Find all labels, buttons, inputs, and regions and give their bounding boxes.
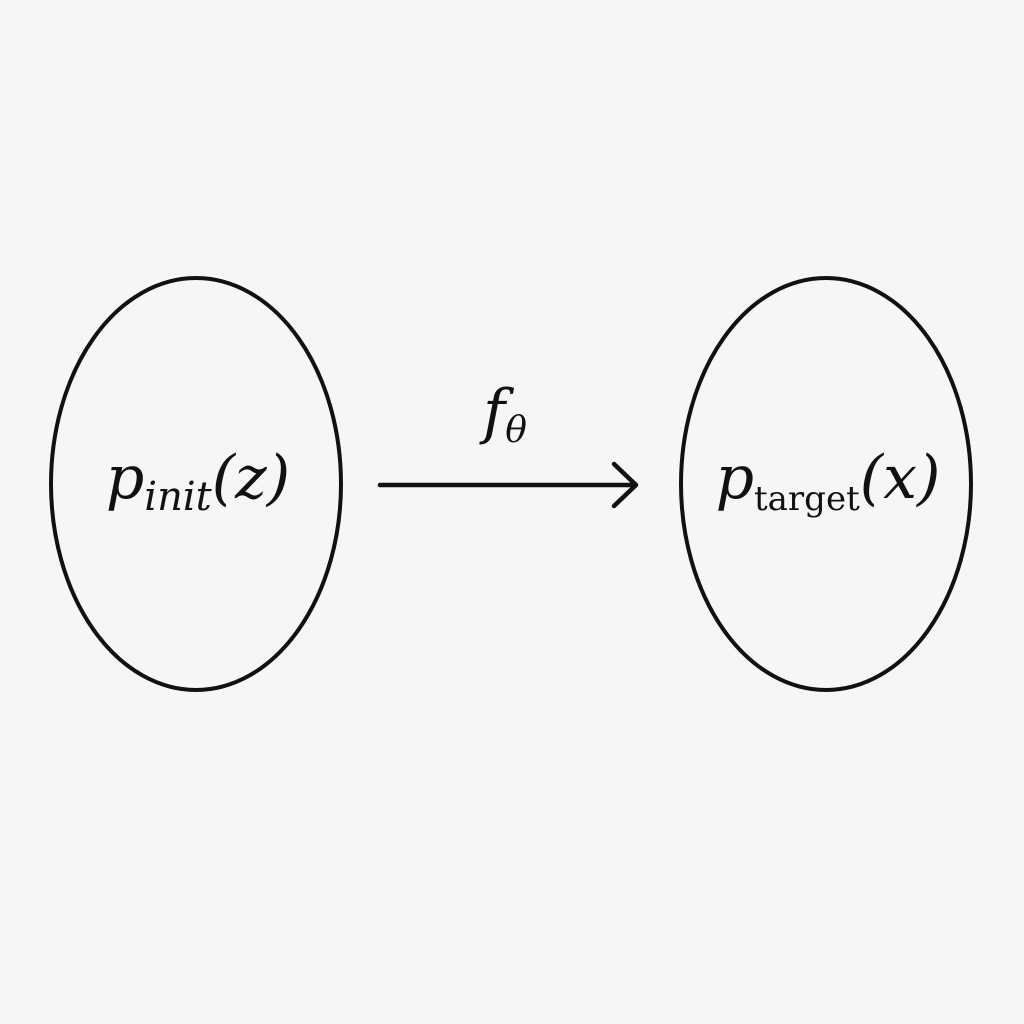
arrow-head [611,461,639,509]
source-ellipse [49,276,343,692]
target-argument: (x) [860,443,941,513]
mapping-arrow: fθ [377,377,639,509]
target-ellipse [679,276,973,692]
target-node: ptarget(x) [679,276,973,692]
target-symbol: p [716,443,754,513]
source-node: pinit(z) [49,276,343,692]
target-label: ptarget(x) [716,443,941,519]
target-subscript: target [754,479,860,519]
source-subscript: init [144,474,212,520]
arrow-label: fθ [479,377,527,451]
source-argument: (z) [212,443,290,513]
source-label: pinit(z) [106,443,290,520]
arrow-label-subscript: θ [505,410,527,451]
source-symbol: p [106,443,144,513]
